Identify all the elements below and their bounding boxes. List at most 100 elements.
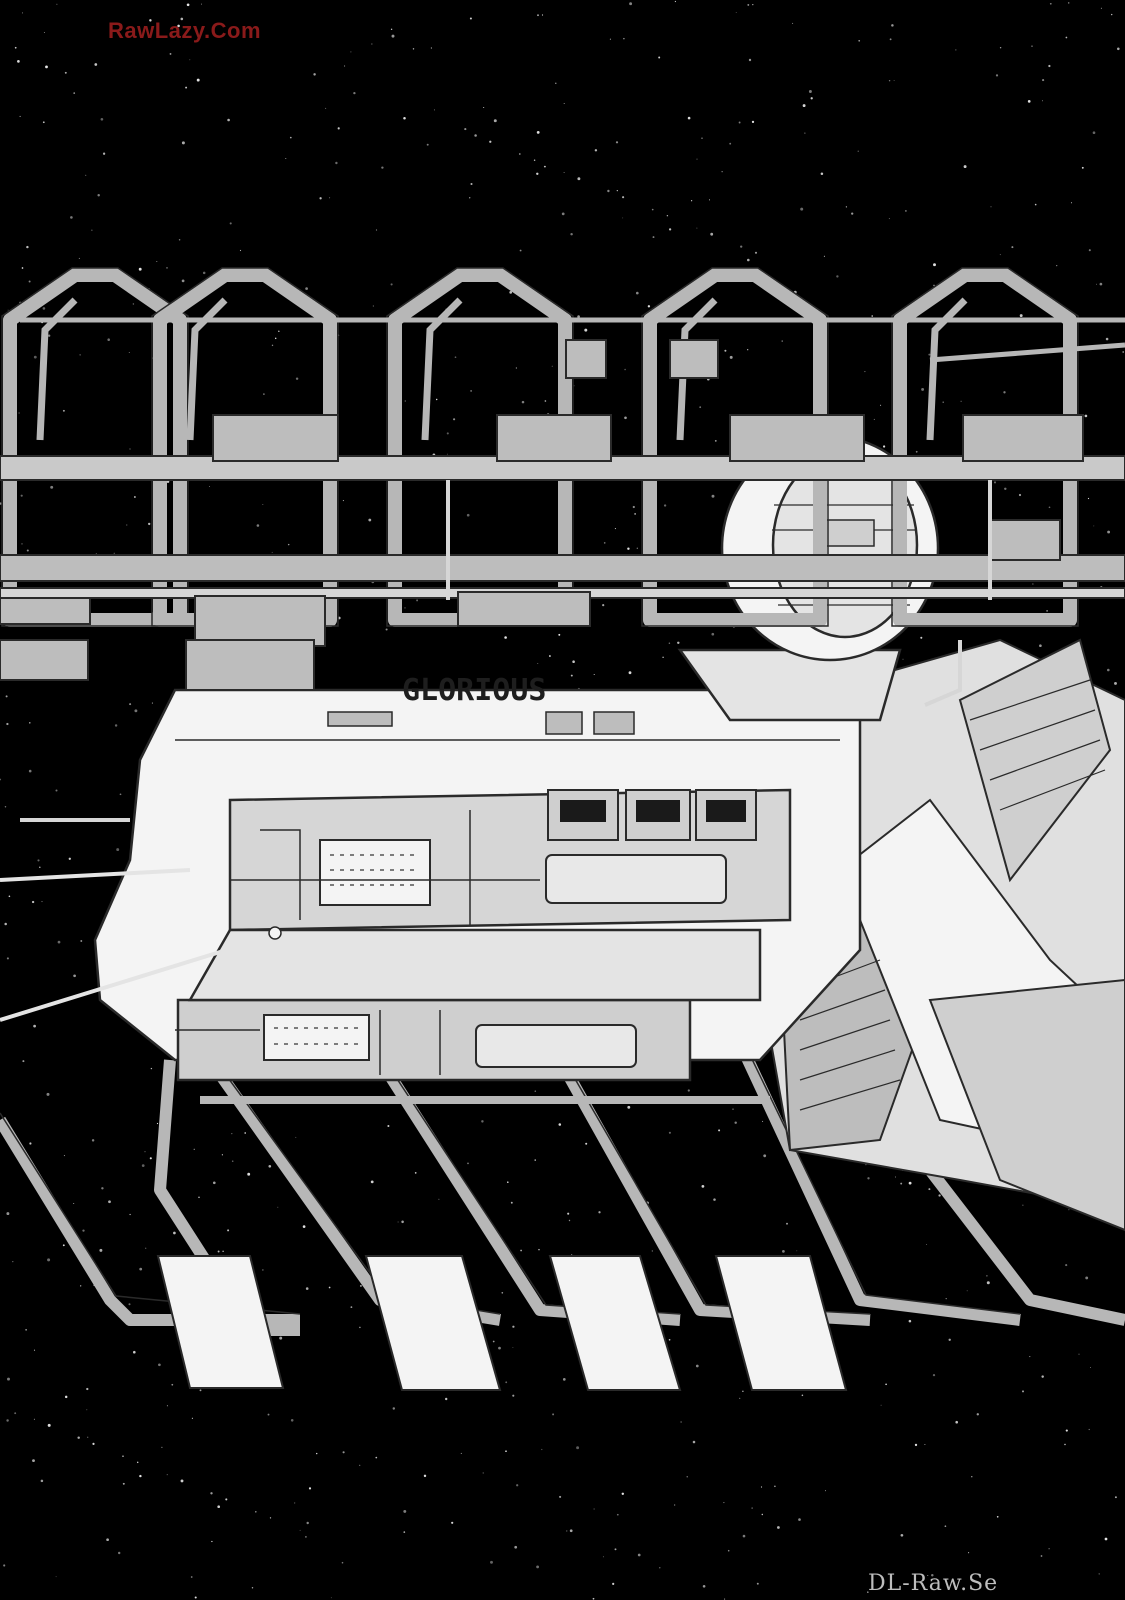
star (189, 59, 191, 61)
star (558, 633, 561, 636)
star (520, 1249, 522, 1252)
star (144, 1151, 146, 1153)
star (908, 1319, 912, 1323)
star (616, 1513, 619, 1516)
star (139, 1267, 143, 1271)
star (212, 1181, 216, 1185)
star (29, 1142, 32, 1145)
star (751, 120, 755, 124)
star (1049, 2, 1052, 5)
star (536, 1565, 540, 1569)
star (569, 1529, 573, 1533)
star (6, 722, 9, 726)
antenna-tip (268, 926, 282, 940)
star (1088, 1428, 1090, 1431)
star (404, 607, 406, 609)
star (166, 267, 168, 269)
star (801, 1394, 804, 1397)
star (752, 3, 754, 6)
star (592, 1597, 595, 1600)
star (45, 65, 48, 69)
star (1100, 7, 1102, 9)
star (968, 1552, 970, 1554)
star (80, 1285, 82, 1287)
star (277, 1206, 279, 1208)
star (933, 284, 935, 287)
star (18, 412, 20, 414)
star (64, 1395, 68, 1399)
star (390, 28, 393, 30)
star (375, 1456, 378, 1459)
star (28, 280, 31, 283)
star (926, 1243, 928, 1245)
star (263, 393, 265, 395)
star (26, 245, 29, 249)
star (268, 1164, 272, 1168)
star (692, 1440, 696, 1444)
star (42, 307, 46, 310)
star (614, 528, 616, 530)
star (1064, 1443, 1066, 1446)
star (747, 349, 749, 351)
watermark-top: RawLazy.Com (108, 18, 261, 43)
hull-vent-grilles (274, 854, 420, 1045)
star (696, 227, 698, 229)
star (41, 901, 43, 903)
star (993, 481, 997, 484)
star (1065, 36, 1068, 39)
star (711, 632, 715, 636)
star (359, 1326, 361, 1329)
star (185, 86, 188, 89)
star (521, 400, 525, 404)
star (55, 789, 58, 792)
star (928, 353, 931, 356)
star (986, 1281, 990, 1285)
star (1070, 202, 1073, 204)
star (533, 159, 536, 161)
star (777, 1526, 780, 1529)
star (782, 1250, 785, 1253)
star (1031, 45, 1033, 47)
star (87, 1436, 89, 1438)
star (701, 137, 703, 140)
star (1117, 47, 1120, 51)
star (563, 172, 565, 173)
star (1092, 131, 1096, 135)
star (924, 1443, 926, 1446)
star (928, 1188, 931, 1191)
star (1090, 1367, 1091, 1368)
star (504, 636, 507, 639)
star (29, 722, 31, 724)
star (481, 1120, 484, 1123)
star (1022, 1390, 1024, 1393)
star (1104, 1537, 1108, 1541)
star (344, 65, 346, 67)
star (1039, 644, 1042, 648)
star (70, 216, 73, 219)
star (470, 390, 472, 392)
star (231, 1160, 234, 1162)
star (294, 1502, 296, 1504)
star (729, 142, 732, 145)
star (8, 895, 11, 898)
star (808, 90, 812, 93)
hull-name-lettering: GLORIOUS (402, 673, 547, 708)
star (210, 1492, 213, 1495)
star (552, 1413, 555, 1416)
star (251, 1587, 254, 1589)
star (662, 656, 664, 659)
star (126, 524, 128, 526)
star (651, 1250, 653, 1252)
star (1018, 493, 1022, 497)
star (871, 315, 873, 317)
star (62, 409, 65, 412)
star (960, 400, 962, 402)
solar-panels (156, 1255, 848, 1391)
star (798, 1518, 801, 1521)
star (279, 1336, 283, 1340)
star (33, 355, 37, 359)
star (711, 494, 715, 498)
star (191, 1417, 193, 1419)
star (133, 1350, 136, 1354)
hull-window-glass (560, 800, 746, 822)
